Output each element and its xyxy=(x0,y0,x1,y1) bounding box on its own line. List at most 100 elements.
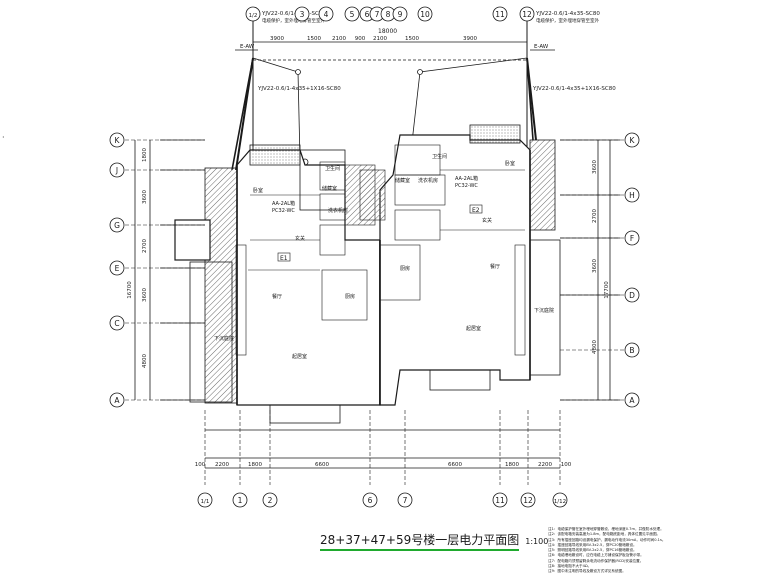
room-right-lounge: 起居室 xyxy=(466,325,481,332)
axis-label: A xyxy=(629,396,635,405)
bottom-dim-value: 1800 xyxy=(248,462,262,468)
note-line: 注6：电缆埋地敷设时，应在电缆上方铺设保护板及警示带。 xyxy=(548,553,644,558)
axis-bubble-right: K xyxy=(624,132,640,148)
note-line: 注9：图中未注明的导线及敷设方式详见系统图。 xyxy=(548,569,626,574)
edge-mark: · xyxy=(2,133,5,142)
axis-label: 11 xyxy=(495,10,505,19)
axis-label: 7 xyxy=(375,10,380,19)
axis-label: 12 xyxy=(522,10,532,19)
room-left-hall: 玄关 xyxy=(295,235,305,242)
left-dim-value: 2700 xyxy=(142,239,148,253)
room-right-living: 餐厅 xyxy=(490,263,500,270)
right-dim-value: 3600 xyxy=(592,160,598,174)
building-left-unit xyxy=(174,144,381,424)
axis-label: D xyxy=(629,291,635,300)
left-total-dim: 16700 xyxy=(127,281,133,299)
axis-bubble-bottom: 11 xyxy=(492,492,508,508)
axis-label: 7 xyxy=(403,496,408,505)
axis-bubble-right: D xyxy=(624,287,640,303)
bottom-dim-value: 2200 xyxy=(215,462,229,468)
axis-label: 11 xyxy=(495,496,505,505)
axis-bubble-right: A xyxy=(624,392,640,408)
axis-bubble-top: 5 xyxy=(344,6,360,22)
right-dimension-chain xyxy=(560,139,620,401)
axis-bubble-top: 4 xyxy=(318,6,334,22)
axis-label: K xyxy=(630,136,636,145)
room-right-clean: 洗衣机房 xyxy=(418,177,438,184)
axis-label: 6 xyxy=(365,10,370,19)
room-left-kitchen: 厨房 xyxy=(345,293,355,300)
drawing-scale: 1:100 xyxy=(525,537,549,546)
bottom-dim-value: 6600 xyxy=(315,462,329,468)
axis-bubble-left: A xyxy=(109,392,125,408)
note-line: 注2：该配电箱安装高度为1.8m，配电箱底距地，具体位置见平面图。 xyxy=(548,532,661,537)
axis-bubble-left: C xyxy=(109,315,125,331)
axis-label: E xyxy=(115,264,120,273)
room-labels: 卧室 玄关 餐厅 厨房 起居室 下沉庭院 卫生间 储藏室 洗衣机房 卧室 玄关 … xyxy=(214,153,554,360)
axis-bubble-left: G xyxy=(109,217,125,233)
axis-bubble-left: E xyxy=(109,260,125,276)
axis-label: 4 xyxy=(324,10,329,19)
axis-bubble-right: F xyxy=(624,230,640,246)
axis-bubble-bottom: 7 xyxy=(397,492,413,508)
top-dimension-line: 18000 xyxy=(253,28,527,61)
axis-bubble-bottom: 12 xyxy=(520,492,536,508)
axis-bubble-bottom: 2 xyxy=(262,492,278,508)
axis-label: H xyxy=(629,191,635,200)
top-dim-value: 1500 xyxy=(405,36,419,42)
room-right-down: 下沉庭院 xyxy=(534,307,554,314)
axis-label: C xyxy=(114,319,119,328)
drawing-title: 28+37+47+59号楼一层电力平面图 xyxy=(320,531,520,551)
room-left-bedroom: 卧室 xyxy=(253,187,263,194)
top-dim-value: 3900 xyxy=(463,36,477,42)
bottom-dim-value: 2200 xyxy=(538,462,552,468)
ea-label-left: E-AW xyxy=(240,44,255,50)
right-dim-value: 3600 xyxy=(592,259,598,273)
panel-box-right-sub: PC32-WC xyxy=(455,183,478,189)
axis-label: A xyxy=(114,396,120,405)
note-line: 注1：电缆保护管在室外埋地穿管敷设，埋地深度0.7m，并做防水处理。 xyxy=(548,527,664,531)
left-dim-value: 3600 xyxy=(142,288,148,302)
top-dim-value: 2100 xyxy=(332,36,346,42)
axis-label: 8 xyxy=(386,10,391,19)
axis-label: G xyxy=(114,221,120,230)
top-dim-value: 1500 xyxy=(307,36,321,42)
axis-label: 10 xyxy=(420,10,430,19)
room-left-clean: 洗衣机房 xyxy=(328,207,348,214)
note-line: 注4：插座回路导线采用BV-3x2.5，穿PC20管暗敷设。 xyxy=(548,542,637,547)
cable-spec-right-bottom: YJV22-0.6/1-4x35+1X16-SC80 xyxy=(532,86,616,92)
note-line: 注8：接地电阻不大于4Ω。 xyxy=(548,564,592,569)
top-total-dim: 18000 xyxy=(378,28,397,35)
axis-label: F xyxy=(630,234,634,243)
axis-label: 1/2 xyxy=(249,13,258,19)
axis-bubble-right: B xyxy=(624,342,640,358)
axis-bubble-top: 3 xyxy=(294,6,310,22)
axis-bubble-top: 1/2 xyxy=(245,6,261,22)
bottom-dim-value: 100 xyxy=(195,462,206,468)
note-line: 注3：所有插座回路均设漏电保护，漏电动作电流30mA，动作时间0.1s。 xyxy=(548,537,666,542)
left-dim-value: 4800 xyxy=(142,354,148,368)
cable-note-right: 电缆保护，室外埋地穿管至室外 xyxy=(536,17,599,24)
axis-label: 5 xyxy=(350,10,355,19)
note-line: 注5：照明回路导线采用BV-2x2.5，穿PC16管暗敷设。 xyxy=(548,548,637,553)
note-line: 注7：配电箱内须预留剩余电流动作保护器(RCD)安装位置。 xyxy=(548,558,644,563)
axis-bubble-left: K xyxy=(109,132,125,148)
axis-label: K xyxy=(115,136,121,145)
axis-bubble-left: J xyxy=(109,162,125,178)
axis-bubble-top: 9 xyxy=(392,6,408,22)
right-dim-value: 4800 xyxy=(592,340,598,354)
axis-label: 1/1 xyxy=(201,499,210,505)
bottom-dim-value: 1800 xyxy=(505,462,519,468)
axis-label: B xyxy=(629,346,634,355)
drawing-title-block: 28+37+47+59号楼一层电力平面图 1:100 xyxy=(320,531,548,551)
bottom-dimension-line xyxy=(205,429,560,469)
room-right-bedroom: 卧室 xyxy=(505,160,515,167)
axis-label: 1 xyxy=(238,496,243,505)
building-right-unit xyxy=(359,124,561,406)
unit-label-e2: E2 xyxy=(472,207,480,214)
cable-note-left: 电缆保护，室外埋地穿管至室外 xyxy=(262,17,325,24)
right-dim-value: 2700 xyxy=(592,209,598,223)
axis-bubble-right: H xyxy=(624,187,640,203)
